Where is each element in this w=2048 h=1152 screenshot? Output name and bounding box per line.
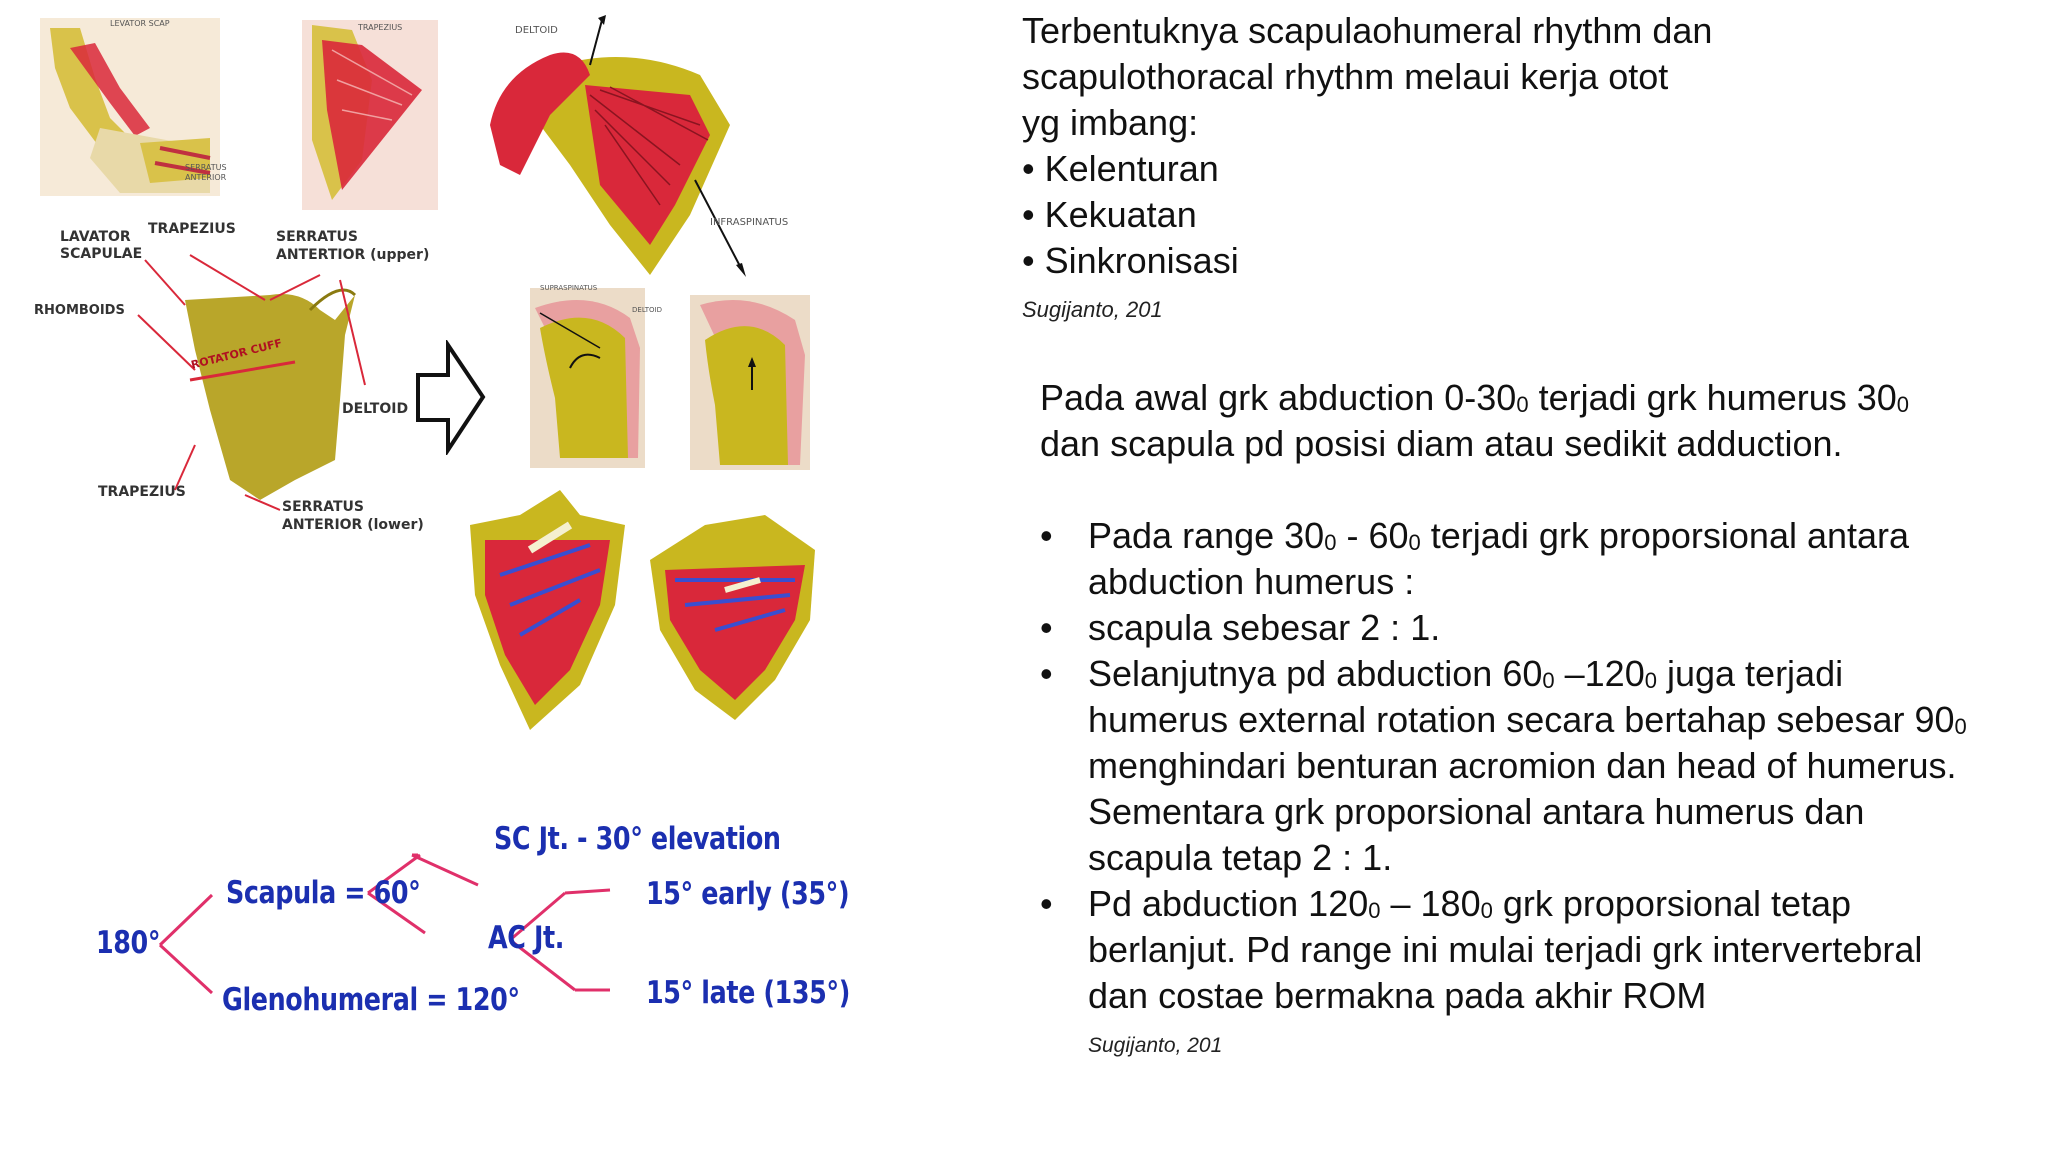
- phase-3-line-5: scapula tetap 2 : 1.: [1088, 837, 1393, 878]
- label-deltoid-small: DELTOID: [632, 306, 662, 314]
- label-serratus-upper-2: ANTERTIOR (upper): [276, 247, 430, 263]
- phase-intro-line-1: Pada awal grk abduction 0-300 terjadi gr…: [1040, 377, 1910, 418]
- right-arrow-icon: [416, 340, 486, 455]
- bullet-sinkronisasi: • Sinkronisasi: [1022, 240, 1239, 281]
- label-rhomboids: RHOMBOIDS: [34, 303, 125, 318]
- scapula-back-view-1: [470, 490, 625, 730]
- label-infraspinatus: INFRASPINATUS: [710, 217, 789, 228]
- tree-scapula-60: Scapula = 60°: [226, 875, 421, 911]
- tree-glenohumeral-120: Glenohumeral = 120°: [222, 982, 520, 1018]
- intro-line-3: yg imbang:: [1022, 102, 1199, 143]
- phase-3-line-2: humerus external rotation secara bertaha…: [1088, 699, 1967, 740]
- tree-ac-joint: AC Jt.: [488, 920, 564, 956]
- humerus-head-image-2: [690, 295, 810, 470]
- label-serratus-small-2: ANTERIOR: [185, 173, 227, 182]
- bullet-dot-4: •: [1040, 883, 1053, 924]
- label-deltoid-top: DELTOID: [515, 25, 558, 36]
- label-levator-scap-small: LEVATOR SCAP: [110, 19, 170, 28]
- label-lavator-1: LAVATOR: [60, 229, 131, 245]
- tree-15-late: 15° late (135°): [646, 975, 850, 1011]
- bullet-kelenturan: • Kelenturan: [1022, 148, 1219, 189]
- intro-line-1: Terbentuknya scapulaohumeral rhythm dan: [1022, 10, 1713, 51]
- label-lavator-2: SCAPULAE: [60, 246, 143, 262]
- citation-1: Sugijanto, 201: [1022, 297, 1163, 322]
- bullet-dot-2: •: [1040, 607, 1053, 648]
- humerus-head-image-1: [530, 288, 645, 468]
- phase-3-line-4: Sementara grk proporsional antara humeru…: [1088, 791, 1865, 832]
- anatomy-illustrations: LEVATOR SCAP SERRATUS ANTERIOR TRAPEZIUS…: [0, 0, 1010, 1152]
- phase-1-line-2: abduction humerus :: [1088, 561, 1415, 602]
- phase-2-line-1: scapula sebesar 2 : 1.: [1088, 607, 1441, 648]
- tree-15-early: 15° early (35°): [646, 876, 850, 912]
- label-serratus-upper-1: SERRATUS: [276, 229, 358, 245]
- label-deltoid-mid: DELTOID: [342, 401, 409, 417]
- tree-sc-joint: SC Jt. - 30° elevation: [494, 821, 781, 857]
- label-serratus-lower-1: SERRATUS: [282, 499, 364, 515]
- label-supraspinatus-small: SUPRASPINATUS: [540, 284, 598, 292]
- phase-1-line-1: Pada range 300 - 600 terjadi grk propors…: [1088, 515, 1910, 556]
- bullet-dot-1: •: [1040, 515, 1053, 556]
- phase-intro-line-2: dan scapula pd posisi diam atau sedikit …: [1040, 423, 1843, 464]
- scapula-back-view-2: [650, 515, 815, 720]
- phase-3-line-1: Selanjutnya pd abduction 600 –1200 juga …: [1088, 653, 1844, 694]
- phase-4-line-3: dan costae bermakna pada akhir ROM: [1088, 975, 1707, 1016]
- bullet-kekuatan: • Kekuatan: [1022, 194, 1197, 235]
- label-serratus-lower-2: ANTERIOR (lower): [282, 517, 424, 533]
- bullet-dot-3: •: [1040, 653, 1053, 694]
- trapezius-image: [302, 20, 438, 210]
- label-serratus-small-1: SERRATUS: [185, 163, 227, 172]
- phase-3-line-3: menghindari benturan acromion dan head o…: [1088, 745, 1957, 786]
- tree-root-180: 180°: [96, 925, 161, 961]
- deltoid-infraspinatus-image: [490, 15, 746, 277]
- intro-line-2: scapulothoracal rhythm melaui kerja otot: [1022, 56, 1669, 97]
- label-trapezius-lower: TRAPEZIUS: [98, 484, 186, 500]
- levator-scapulae-image: [40, 18, 220, 196]
- label-trapezius-small: TRAPEZIUS: [358, 23, 403, 32]
- label-trapezius-upper: TRAPEZIUS: [148, 221, 236, 237]
- phase-4-line-1: Pd abduction 1200 – 1800 grk proporsiona…: [1088, 883, 1852, 924]
- rhythm-tree-lines: [158, 853, 611, 995]
- phase-4-line-2: berlanjut. Pd range ini mulai terjadi gr…: [1088, 929, 1923, 970]
- citation-2: Sugijanto, 201: [1088, 1034, 1223, 1057]
- scapula-muscle-diagram: [137, 254, 366, 511]
